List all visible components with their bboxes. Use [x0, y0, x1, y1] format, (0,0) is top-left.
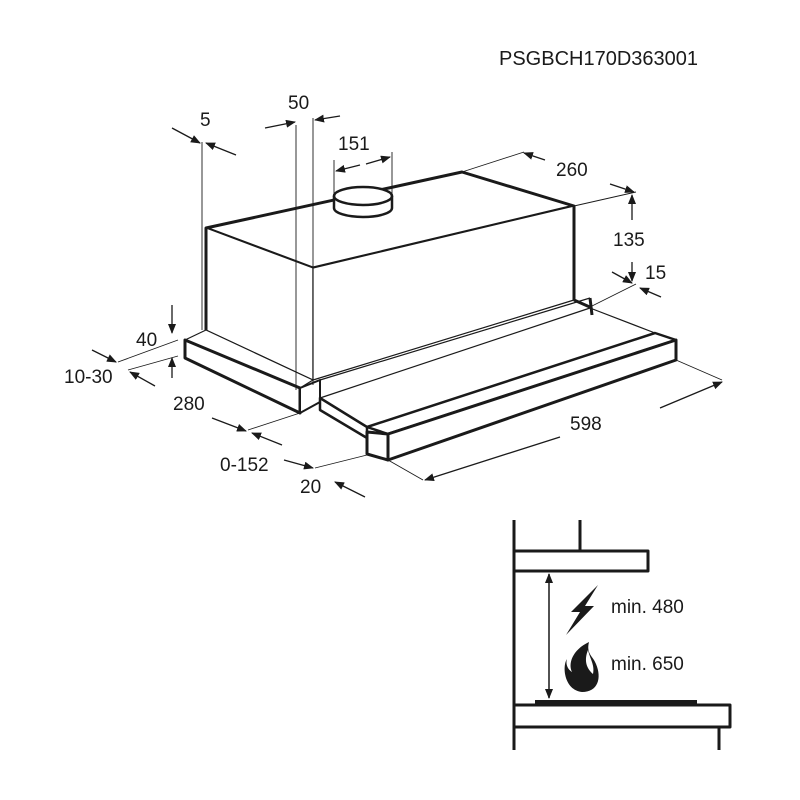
dimension-0-152: 0-152: [220, 455, 269, 476]
lightning-icon: [566, 585, 598, 635]
flame-icon: [564, 642, 599, 692]
base-plate: [183, 297, 593, 415]
extension-lines: [117, 118, 723, 481]
dimension-280: 280: [173, 394, 205, 415]
dimension-10-30: 10-30: [64, 367, 113, 388]
dimension-598: 598: [570, 414, 602, 435]
dimension-5: 5: [200, 110, 211, 131]
dimension-arrows: [91, 114, 723, 498]
telescopic-drawer: [318, 297, 678, 462]
clearance-gas-label: min. 650: [611, 654, 684, 675]
dimension-135: 135: [613, 230, 645, 251]
dimension-151: 151: [338, 134, 370, 155]
dimension-20: 20: [300, 477, 322, 498]
duct-collar: [332, 185, 394, 219]
dimension-40: 40: [136, 330, 158, 351]
clearance-electric-label: min. 480: [611, 597, 684, 618]
installation-clearance-diagram: [512, 520, 732, 750]
dimension-15: 15: [645, 263, 667, 284]
dimension-260: 260: [556, 160, 588, 181]
dimension-50: 50: [288, 93, 310, 114]
model-code: PSGBCH170D363001: [499, 48, 699, 70]
